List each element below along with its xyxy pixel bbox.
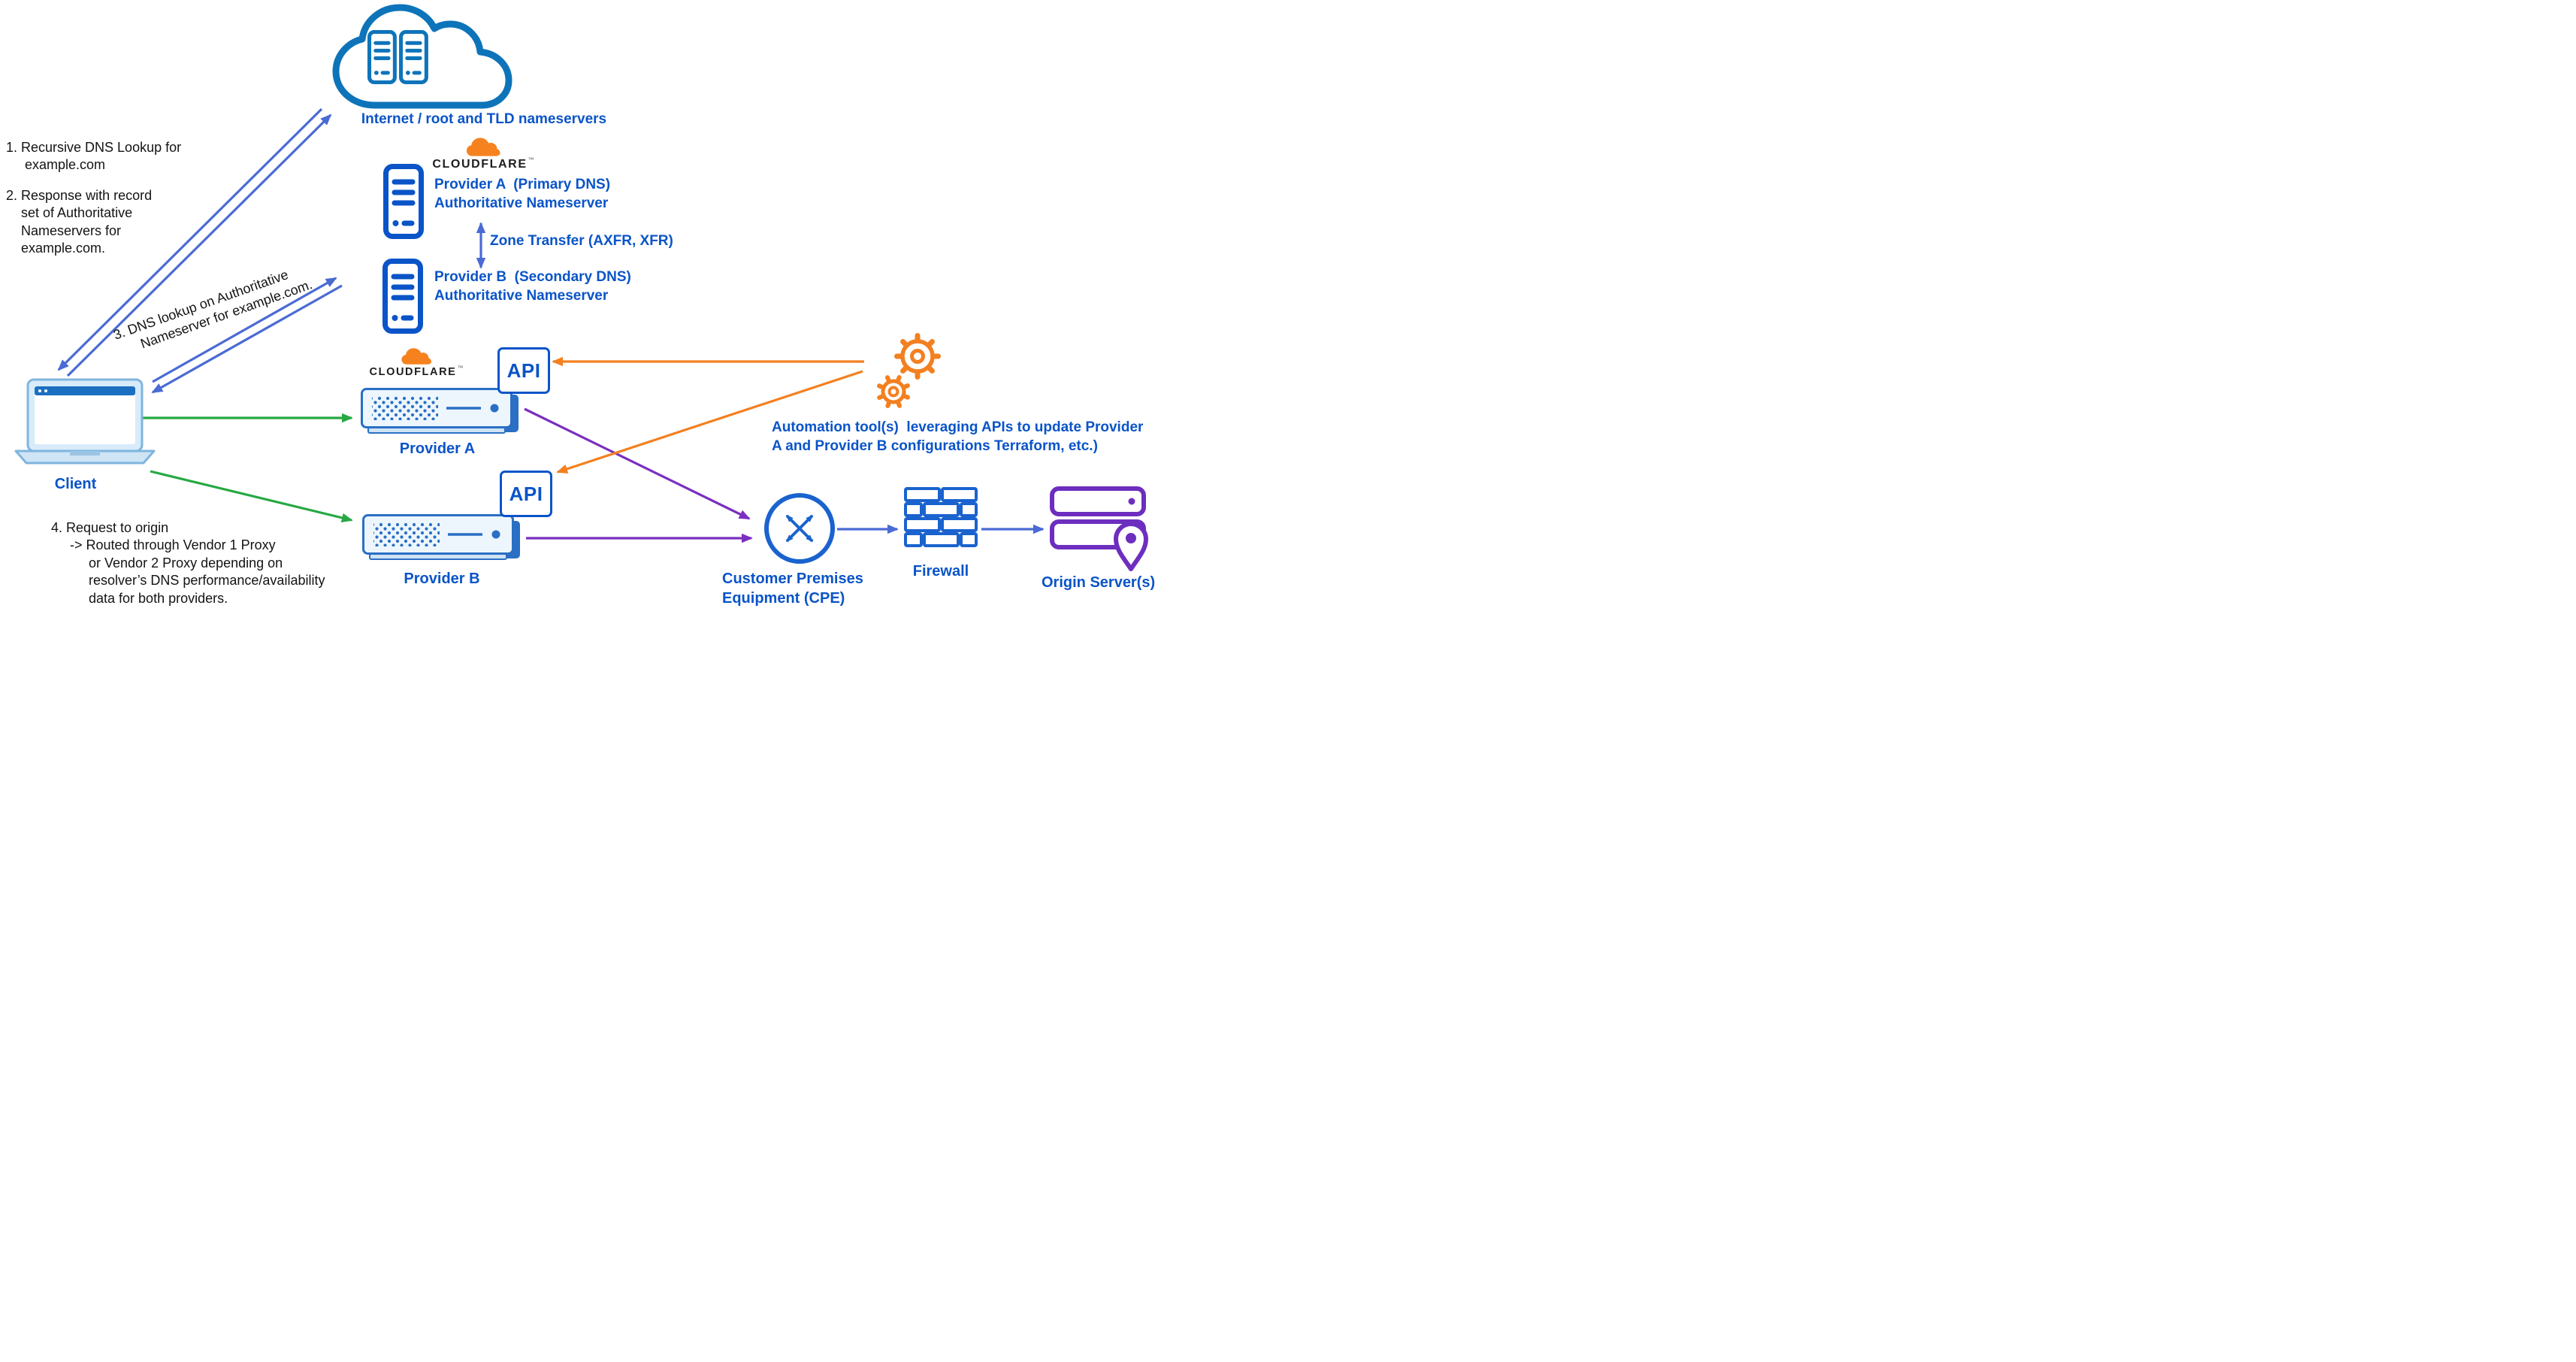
provider-b-appliance-icon [361,513,522,561]
location-pin-icon [1114,522,1148,571]
client-laptop-icon [14,378,156,465]
arrow-provider-a-to-cpe [524,407,751,520]
cloudflare-cloud-icon [466,138,500,156]
api-box-provider-a: API [497,347,550,394]
arrow-dns-response-authoritative [151,284,343,394]
arrow-automation-to-api-b [556,370,863,474]
provider-b-nameserver-icon [385,262,421,331]
provider-a-label: Provider A [399,440,476,457]
provider-b-label: Provider B [404,571,480,587]
arrow-ns-response [57,107,323,371]
origin-label: Origin Server(s) [1042,574,1156,591]
origin-server-icon [1050,486,1148,571]
provider-a-nameserver-label: Provider A (Primary DNS) Authoritative N… [434,177,611,211]
provider-b-nameserver-label: Provider B (Secondary DNS) Authoritative… [434,269,631,304]
cloudflare-cloud-icon [401,348,431,365]
arrow-dns-lookup-authoritative [152,277,337,383]
annotation-step-4: 4. Request to origin -> Routed through V… [51,520,325,606]
annotation-step-2: 2. Response with record set of Authorita… [6,188,153,256]
internet-label: Internet / root and TLD nameservers [361,111,607,127]
zone-transfer-label: Zone Transfer (AXFR, XFR) [490,233,673,249]
cpe-label: Customer Premises Equipment (CPE) [722,571,863,607]
automation-gears-icon [876,333,941,409]
automation-label: Automation tool(s) leveraging APIs to up… [772,419,1144,454]
client-label: Client [54,476,97,492]
diagram-graphics [14,4,1148,571]
arrow-recursive-lookup [66,114,332,377]
annotation-step-1: 1. Recursive DNS Lookup for example.com [6,140,182,173]
arrow-request-to-provider-b [150,470,353,522]
firewall-icon [904,487,978,547]
firewall-label: Firewall [912,563,969,580]
provider-a-appliance-icon [360,387,520,434]
api-box-provider-b: API [500,471,552,517]
cpe-icon [764,493,835,564]
provider-a-nameserver-icon [386,167,422,237]
